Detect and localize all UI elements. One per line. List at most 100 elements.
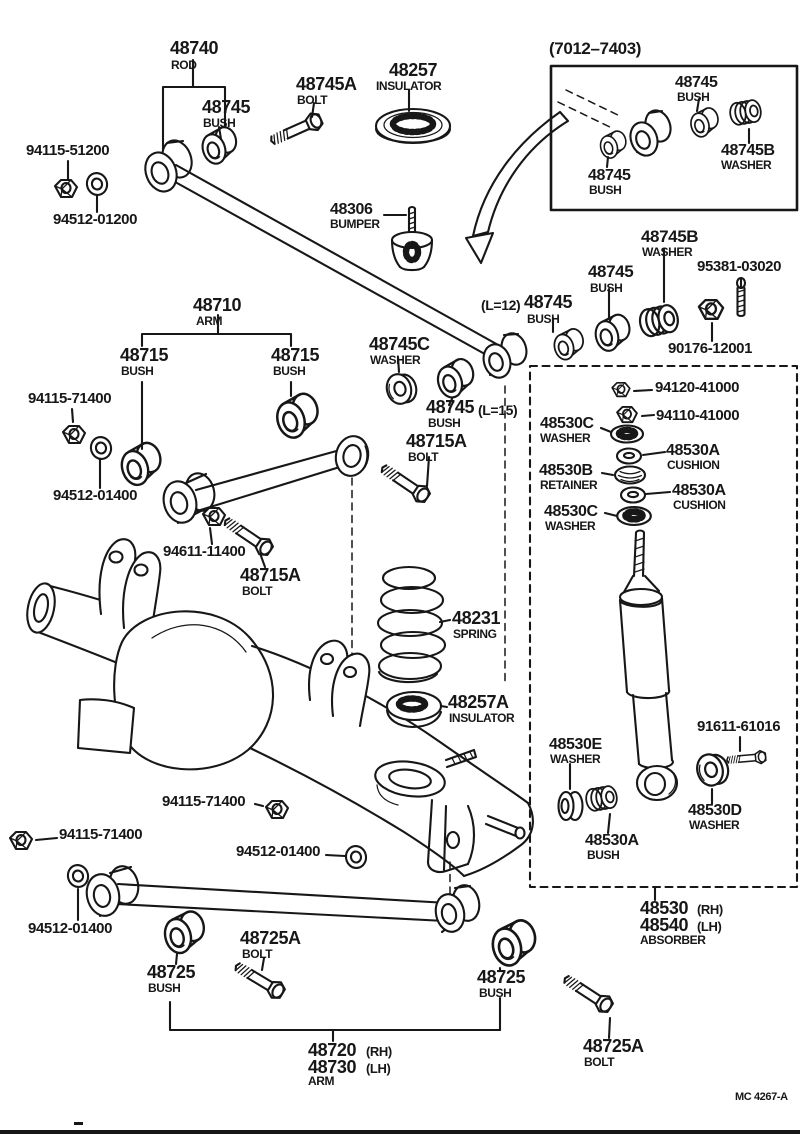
label-desc-48530c-u-washer: WASHER — [540, 431, 591, 445]
label-num-48725-right: 48725 — [477, 967, 526, 987]
label-num-48231: 48231 — [452, 608, 501, 628]
label-desc-48745-mid-bush: BUSH — [428, 416, 461, 430]
label-num-48710: 48710 — [193, 295, 242, 315]
label-num-48745b-box: 48745B — [721, 142, 775, 159]
label-num-48306: 48306 — [330, 201, 373, 218]
nut-94611-drawing — [201, 506, 227, 527]
direction-arrow — [464, 110, 570, 265]
nut-94115-71400-ul-drawing — [61, 424, 87, 445]
washer-48745b-drawing — [636, 302, 682, 340]
label-num-48745-box: 48745 — [675, 74, 718, 91]
label-num-48530b: 48530B — [539, 462, 593, 479]
label-desc-48530a-u-cushion: CUSHION — [667, 458, 720, 472]
label-desc-48715a-1-bolt: BOLT — [408, 450, 439, 464]
washer-48530e-drawing — [557, 790, 584, 822]
label-desc-48745c-washer: WASHER — [370, 353, 421, 367]
label-desc-48745-main-bush: BUSH — [590, 281, 623, 295]
label-qual-48540-lh: (LH) — [697, 919, 722, 934]
axle-housing-drawing — [26, 538, 534, 878]
label-num-94115-51200: 94115-51200 — [26, 142, 110, 159]
bush-48725-right-drawing — [486, 916, 543, 970]
label-num-48715-right: 48715 — [271, 345, 320, 365]
label-num-48257: 48257 — [389, 60, 438, 80]
label-desc-48725-left-bush: BUSH — [148, 981, 181, 995]
label-num-95381-03020: 95381-03020 — [697, 258, 782, 275]
shock-absorber-drawing — [618, 529, 679, 802]
reference-dashed-lines — [351, 385, 506, 899]
insulator-48257-drawing — [374, 107, 452, 145]
label-num-48725-left: 48725 — [147, 962, 196, 982]
label-qual-l15: (L=15) — [478, 402, 518, 418]
label-num-48715-left: 48715 — [120, 345, 169, 365]
bolt-48715a-1-drawing — [376, 459, 434, 507]
bush-48745-mid-drawing — [432, 355, 480, 402]
label-desc-48745-box-bush: BUSH — [677, 90, 710, 104]
label-num-48745-mid: 48745 — [426, 397, 475, 417]
label-num-48530c-l: 48530C — [544, 503, 598, 520]
label-num-94512-01400-r: 94512-01400 — [236, 843, 321, 860]
label-num-94512-01400-l: 94512-01400 — [28, 920, 113, 937]
bush-48745-l12-drawing — [550, 326, 588, 363]
label-num-90176-12001: 90176-12001 — [668, 340, 753, 357]
label-num-48530a-l: 48530A — [672, 482, 726, 499]
label-desc-48530e-washer: WASHER — [550, 752, 601, 766]
label-num-94611-11400: 94611-11400 — [163, 543, 246, 560]
washer-48745c-drawing — [382, 369, 421, 408]
bush-48745-main-drawing — [590, 311, 636, 355]
label-num-48745b-main: 48745B — [641, 227, 699, 246]
insulator-48257a-drawing — [385, 690, 443, 729]
label-code-figure: MC 4267-A — [735, 1091, 788, 1103]
label-desc-absorber: ABSORBER — [640, 933, 706, 947]
label-desc-48710-arm: ARM — [196, 314, 223, 328]
washer-94512-01400-l-drawing — [64, 861, 92, 891]
label-desc-48530d-washer: WASHER — [689, 818, 740, 832]
label-num-48530-rh: 48530 — [640, 898, 689, 918]
absorber-assembly-dashed-box — [528, 364, 799, 889]
label-desc-48725a-bottom-bolt: BOLT — [584, 1055, 615, 1069]
label-desc-48745-top-bush: BUSH — [203, 116, 236, 130]
label-num-48745c: 48745C — [369, 334, 430, 354]
label-num-94512-01400-ul: 94512-01400 — [53, 487, 138, 504]
label-num-48725a-left: 48725A — [240, 928, 301, 948]
label-desc-48745b-box-washer: WASHER — [721, 158, 772, 172]
label-desc-48530a-bush: BUSH — [587, 848, 620, 862]
label-num-48530a-bush: 48530A — [585, 832, 639, 849]
nut-90176-drawing — [697, 298, 725, 320]
washer-48530d-drawing — [692, 749, 733, 790]
bumper-48306-drawing — [390, 206, 434, 272]
label-num-48530a-u: 48530A — [666, 442, 720, 459]
label-num-48257a: 48257A — [448, 692, 509, 712]
label-num-48530d: 48530D — [688, 802, 742, 819]
label-desc-48715a-2-bolt: BOLT — [242, 584, 273, 598]
label-num-48730-lh: 48730 — [308, 1057, 357, 1077]
page-marks — [0, 1122, 800, 1134]
label-num-48720-rh: 48720 — [308, 1040, 357, 1060]
label-num-94115-71400-ur: 94115-71400 — [162, 793, 246, 810]
label-num-94512-01200: 94512-01200 — [53, 211, 138, 228]
label-desc-48306-bumper: BUMPER — [330, 217, 380, 231]
label-qual-l12: (L=12) — [481, 297, 521, 313]
detail-box-7012-7403 — [549, 64, 799, 212]
label-num-48715a-1: 48715A — [406, 431, 467, 451]
leader-lines — [34, 58, 751, 1043]
bush-48725-left-drawing — [159, 907, 211, 958]
washer-94512-01200-drawing — [83, 169, 111, 199]
upper-control-arm-drawing — [162, 435, 370, 525]
label-qual-48730-lh: (LH) — [366, 1061, 391, 1076]
label-desc-48745b-main-washer: WASHER — [642, 245, 693, 259]
label-num-48745a-top: 48745A — [296, 74, 357, 94]
bolt-48725a-bottom-drawing — [558, 969, 617, 1017]
label-num-48715a-2: 48715A — [240, 565, 301, 585]
label-desc-48745a-top-bolt: BOLT — [297, 93, 328, 107]
washer-94512-01400-r-drawing — [343, 843, 369, 871]
label-qual-48530-rh: (RH) — [697, 902, 723, 917]
label-num-48745-main: 48745 — [588, 262, 634, 281]
label-qual-48720-rh: (RH) — [366, 1044, 392, 1059]
label-desc-48530a-l-cushion: CUSHION — [673, 498, 726, 512]
label-desc-48257-insulator: INSULATOR — [376, 79, 442, 93]
label-desc-48740-rod: ROD — [171, 58, 197, 72]
label-num-48745-box2: 48745 — [588, 167, 631, 184]
label-num-48745-l12: 48745 — [524, 292, 573, 312]
